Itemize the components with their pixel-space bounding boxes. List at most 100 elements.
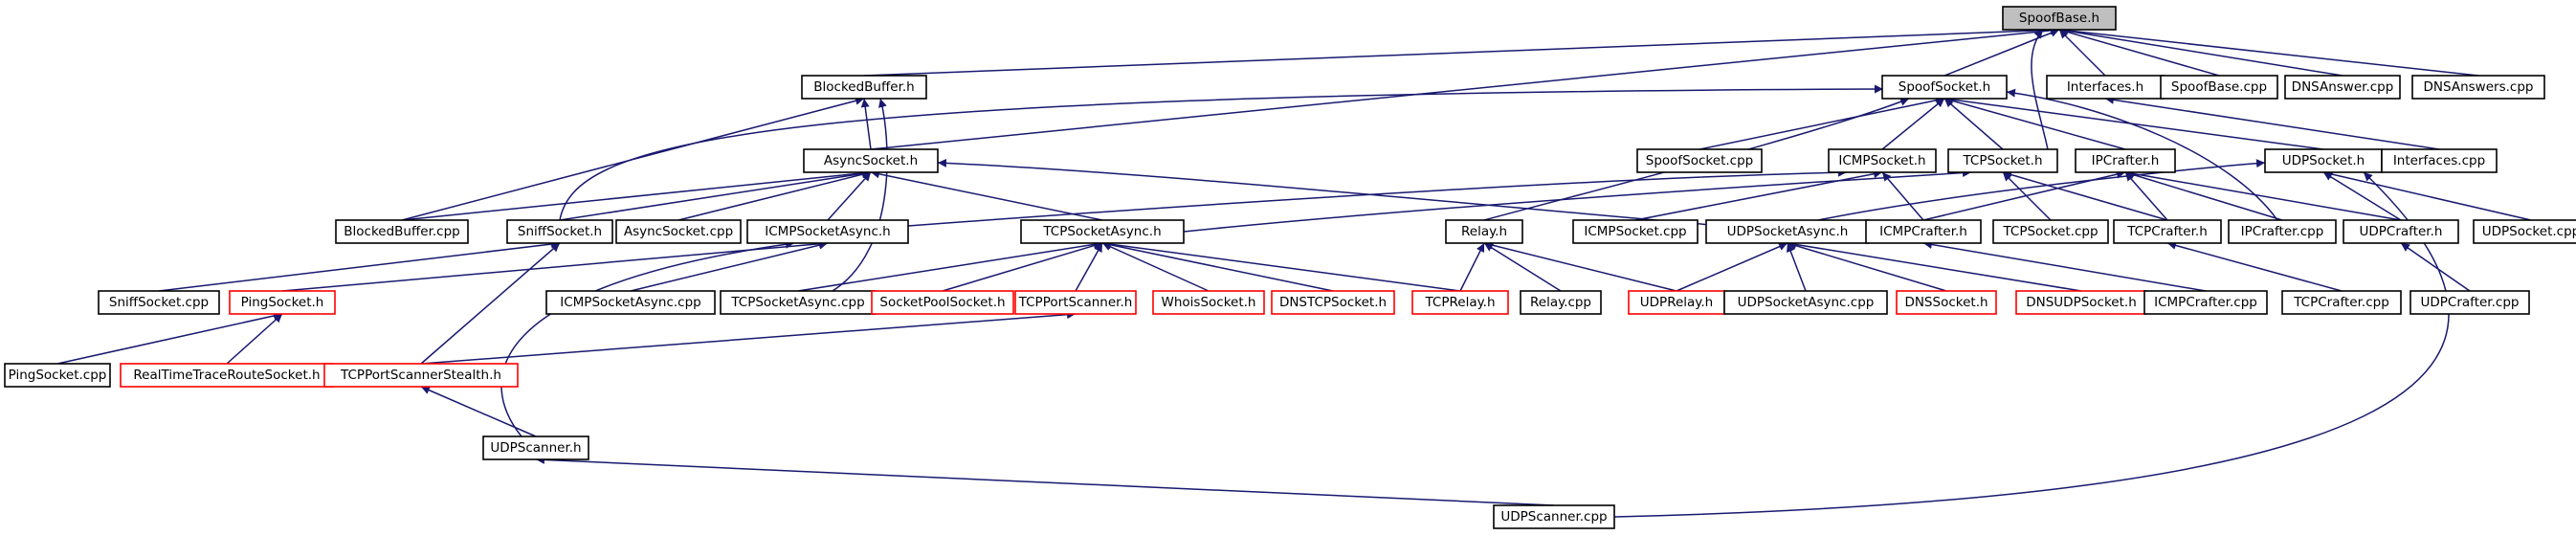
node-tcpsocketasync-h[interactable]: TCPSocketAsync.h [1020, 219, 1185, 244]
node-box [1865, 219, 1982, 244]
edge-whoissocket-h-to-tcpsocketasync-h [1101, 242, 1210, 292]
node-tcpsocketasync-cpp[interactable]: TCPSocketAsync.cpp [720, 290, 877, 315]
node-blockedbuffer-h[interactable]: BlockedBuffer.h [801, 75, 927, 100]
node-icmpcrafter-cpp[interactable]: ICMPCrafter.cpp [2143, 290, 2268, 315]
node-label: UDPRelay.h [1640, 295, 1713, 310]
node-icmpsocket-h[interactable]: ICMPSocket.h [1828, 148, 1937, 173]
edge-udpsocketasync-h-to-udpsocket-h [1817, 159, 2266, 221]
edge-pingsocket-h-to-icmpsocketasync-h [281, 239, 829, 292]
node-label: ICMPCrafter.h [1879, 224, 1967, 239]
node-sniffsocket-h[interactable]: SniffSocket.h [506, 219, 613, 244]
node-udpsocketasync-cpp[interactable]: UDPSocketAsync.cpp [1723, 290, 1888, 315]
edge-realtimetraceroutesocket-h-to-pingsocket-h [226, 313, 283, 365]
edge-udpcrafter-cpp-to-udpcrafter-h [2400, 242, 2471, 292]
node-label: SniffSocket.cpp [109, 295, 209, 310]
node-box [4, 363, 111, 388]
node-box [335, 219, 469, 244]
node-interfaces-h[interactable]: Interfaces.h [2046, 75, 2165, 100]
node-tcpportscannerstealth-h[interactable]: TCPPortScannerStealth.h [323, 363, 519, 388]
node-label: Relay.cpp [1530, 295, 1591, 310]
node-tcpportscanner-h[interactable]: TCPPortScanner.h [1014, 290, 1137, 315]
node-icmpsocket-cpp[interactable]: ICMPSocket.cpp [1572, 219, 1699, 244]
node-box [1896, 290, 1997, 315]
node-label: Relay.h [1461, 224, 1507, 239]
node-udpscanner-h[interactable]: UDPScanner.h [482, 436, 589, 460]
node-label: SocketPoolSocket.h [879, 295, 1005, 310]
node-asyncsocket-h[interactable]: AsyncSocket.h [803, 148, 939, 173]
edge-icmpsocket-h-to-spoofsocket-h [1881, 98, 1945, 150]
node-box [2075, 148, 2176, 173]
node-label: UDPSocket.h [2282, 153, 2365, 168]
node-spoofbase-h[interactable]: SpoofBase.h [2002, 6, 2117, 31]
node-label: TCPSocketAsync.h [1042, 224, 1161, 239]
edge-blockedbuffer-cpp-to-asyncsocket-h [401, 168, 872, 221]
edge-blockedbuffer-h-to-spoofbase-h [863, 25, 2060, 77]
node-relay-cpp[interactable]: Relay.cpp [1520, 290, 1602, 315]
node-label: Interfaces.cpp [2393, 153, 2485, 168]
node-label: SpoofSocket.h [1899, 79, 1990, 95]
node-tcpsocket-cpp[interactable]: TCPSocket.cpp [1992, 219, 2109, 244]
edge-relay-cpp-to-relay-h [1483, 242, 1562, 292]
edge-udpscanner-cpp-to-udpsocket-h [1613, 171, 2450, 518]
node-icmpcrafter-h[interactable]: ICMPCrafter.h [1865, 219, 1982, 244]
node-icmpsocketasync-cpp[interactable]: ICMPSocketAsync.cpp [545, 290, 716, 315]
node-label: RealTimeTraceRouteSocket.h [133, 368, 320, 383]
edge-asyncsocket-h-to-blockedbuffer-h [860, 98, 872, 150]
node-udpsocket-cpp[interactable]: UDPSocket.cpp [2473, 219, 2576, 244]
node-udpcrafter-h[interactable]: UDPCrafter.h [2343, 219, 2459, 244]
node-spoofbase-cpp[interactable]: SpoofBase.cpp [2160, 75, 2278, 100]
node-dnstcpsocket-h[interactable]: DNSTCPSocket.h [1271, 290, 1395, 315]
node-box [2381, 148, 2498, 173]
edge-tcpportscannerstealth-h-to-tcpportscanner-h [420, 310, 1077, 365]
node-pingsocket-h[interactable]: PingSocket.h [229, 290, 336, 315]
edge-spoofsocket-cpp-to-spoofsocket-h [1699, 96, 1945, 150]
node-label: SpoofBase.h [2019, 11, 2099, 26]
node-icmpsocketasync-h[interactable]: ICMPSocketAsync.h [746, 219, 909, 244]
edge-icmpsocket-cpp-to-icmpsocket-h [1634, 169, 1883, 221]
edge-udpcrafter-h-to-udpsocket-h [2322, 171, 2402, 221]
node-tcpcrafter-h[interactable]: TCPCrafter.h [2113, 219, 2222, 244]
node-realtimetraceroutesocket-h[interactable]: RealTimeTraceRouteSocket.h [120, 363, 334, 388]
node-udpsocketasync-h[interactable]: UDPSocketAsync.h [1705, 219, 1870, 244]
node-spoofsocket-h[interactable]: SpoofSocket.h [1881, 75, 2008, 100]
node-dnssocket-h[interactable]: DNSSocket.h [1896, 290, 1997, 315]
node-asyncsocket-cpp[interactable]: AsyncSocket.cpp [615, 219, 742, 244]
node-box [2264, 148, 2383, 173]
node-tcpsocket-h[interactable]: TCPSocket.h [1947, 148, 2058, 173]
node-box [1705, 219, 1870, 244]
edge-sniffsocket-cpp-to-sniffsocket-h [158, 239, 561, 292]
node-tcpcrafter-cpp[interactable]: TCPCrafter.cpp [2281, 290, 2402, 315]
edge-dnsudpsocket-h-to-udpsocketasync-h [1787, 240, 2082, 292]
node-box [2160, 75, 2278, 100]
node-spoofsocket-cpp[interactable]: SpoofSocket.cpp [1636, 148, 1763, 173]
node-ipcrafter-h[interactable]: IPCrafter.h [2075, 148, 2176, 173]
node-box [1493, 504, 1615, 529]
edge-asyncsocket-h-to-spoofbase-h [870, 26, 2060, 150]
node-blockedbuffer-cpp[interactable]: BlockedBuffer.cpp [335, 219, 469, 244]
node-interfaces-cpp[interactable]: Interfaces.cpp [2381, 148, 2498, 173]
node-dnsanswers-cpp[interactable]: DNSAnswers.cpp [2411, 75, 2545, 100]
node-socketpoolsocket-h[interactable]: SocketPoolSocket.h [871, 290, 1014, 315]
edge-icmpcrafter-cpp-to-icmpcrafter-h [1922, 240, 2207, 292]
node-label: DNSAnswer.cpp [2292, 79, 2394, 95]
node-tcprelay-h[interactable]: TCPRelay.h [1411, 290, 1509, 315]
node-whoissocket-h[interactable]: WhoisSocket.h [1152, 290, 1265, 315]
edge-tcpsocketasync-h-to-asyncsocket-h [870, 169, 1103, 221]
node-box [1520, 290, 1602, 315]
node-pingsocket-cpp[interactable]: PingSocket.cpp [4, 363, 111, 388]
edge-sniffsocket-h-to-asyncsocket-h [559, 168, 872, 221]
node-dnsanswer-cpp[interactable]: DNSAnswer.cpp [2284, 75, 2401, 100]
node-label: PingSocket.h [241, 295, 324, 310]
edge-interfaces-h-to-spoofbase-h [2058, 29, 2106, 77]
node-sniffsocket-cpp[interactable]: SniffSocket.cpp [98, 290, 220, 315]
node-dnsudpsocket-h[interactable]: DNSUDPSocket.h [2015, 290, 2147, 315]
node-udpscanner-cpp[interactable]: UDPScanner.cpp [1493, 504, 1615, 529]
node-udpcrafter-cpp[interactable]: UDPCrafter.cpp [2409, 290, 2530, 315]
node-udpsocket-h[interactable]: UDPSocket.h [2264, 148, 2383, 173]
edge-spoofbase-cpp-to-spoofbase-h [2058, 28, 2220, 77]
node-box [2046, 75, 2165, 100]
node-relay-h[interactable]: Relay.h [1445, 219, 1523, 244]
node-udprelay-h[interactable]: UDPRelay.h [1628, 290, 1725, 315]
edge-socketpoolsocket-h-to-tcpsocketasync-h [942, 241, 1103, 292]
node-ipcrafter-cpp[interactable]: IPCrafter.cpp [2228, 219, 2337, 244]
